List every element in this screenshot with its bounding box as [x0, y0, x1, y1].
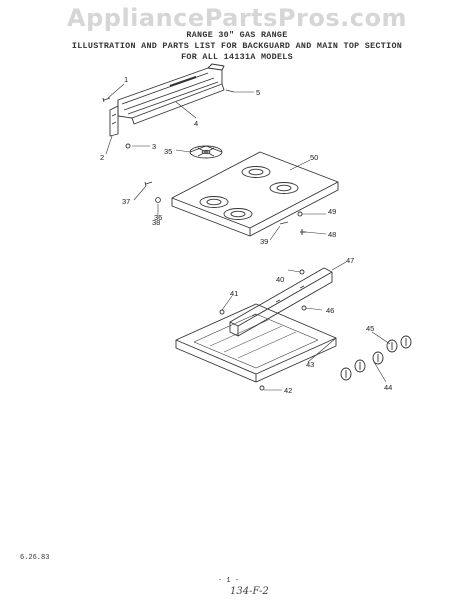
callout-38: 38 [152, 218, 160, 227]
callout-46: 46 [326, 306, 334, 315]
callout-35: 35 [164, 147, 172, 156]
header-line-1: RANGE 30" GAS RANGE [186, 30, 288, 40]
callout-5: 5 [256, 88, 260, 97]
callout-50: 50 [310, 153, 318, 162]
callout-4: 4 [194, 119, 198, 128]
screw-part-42 [259, 385, 265, 391]
leader-lines [105, 83, 391, 391]
callout-47: 47 [346, 256, 354, 265]
screw-part-5 [225, 89, 235, 93]
page-number: - 1 - [218, 577, 240, 585]
callout-39: 39 [260, 237, 268, 246]
screw-part-46 [301, 305, 307, 311]
revision-date: 6.26.83 [20, 554, 50, 562]
backguard-panel [117, 63, 225, 125]
burner-openings [199, 166, 299, 220]
control-knobs [340, 335, 412, 381]
watermark: AppliancePartsPros.com [67, 4, 407, 32]
callout-43: 43 [306, 360, 314, 369]
fastener-part-37 [144, 181, 153, 187]
screw-part-3 [125, 143, 131, 149]
screw-part-40 [299, 269, 305, 275]
callout-40: 40 [276, 275, 284, 284]
callout-41: 41 [230, 289, 238, 298]
main-cooktop [171, 151, 339, 237]
callout-44: 44 [384, 383, 392, 392]
callout-49: 49 [328, 207, 336, 216]
callout-3: 3 [152, 142, 156, 151]
screw-part-39 [279, 221, 289, 225]
backguard-end-bracket [109, 105, 119, 137]
callout-1: 1 [124, 75, 128, 84]
callout-37: 37 [122, 197, 130, 206]
handwritten-code: 134-F-2 [230, 586, 269, 597]
screw-part-41 [219, 309, 225, 315]
callout-45: 45 [366, 324, 374, 333]
callout-36: 36 [154, 213, 162, 222]
clip-part-49 [297, 211, 303, 217]
burner-grate [189, 145, 223, 159]
callout-48: 48 [328, 230, 336, 239]
screw-part-1 [102, 97, 111, 103]
header-line-2: ILLUSTRATION AND PARTS LIST FOR BACKGUAR… [71, 41, 403, 51]
callout-42: 42 [284, 386, 292, 395]
clip-part-38 [155, 197, 161, 203]
screw-part-48 [300, 229, 306, 235]
header-line-3: FOR ALL 14131A MODELS [181, 52, 293, 62]
callout-2: 2 [100, 153, 104, 162]
